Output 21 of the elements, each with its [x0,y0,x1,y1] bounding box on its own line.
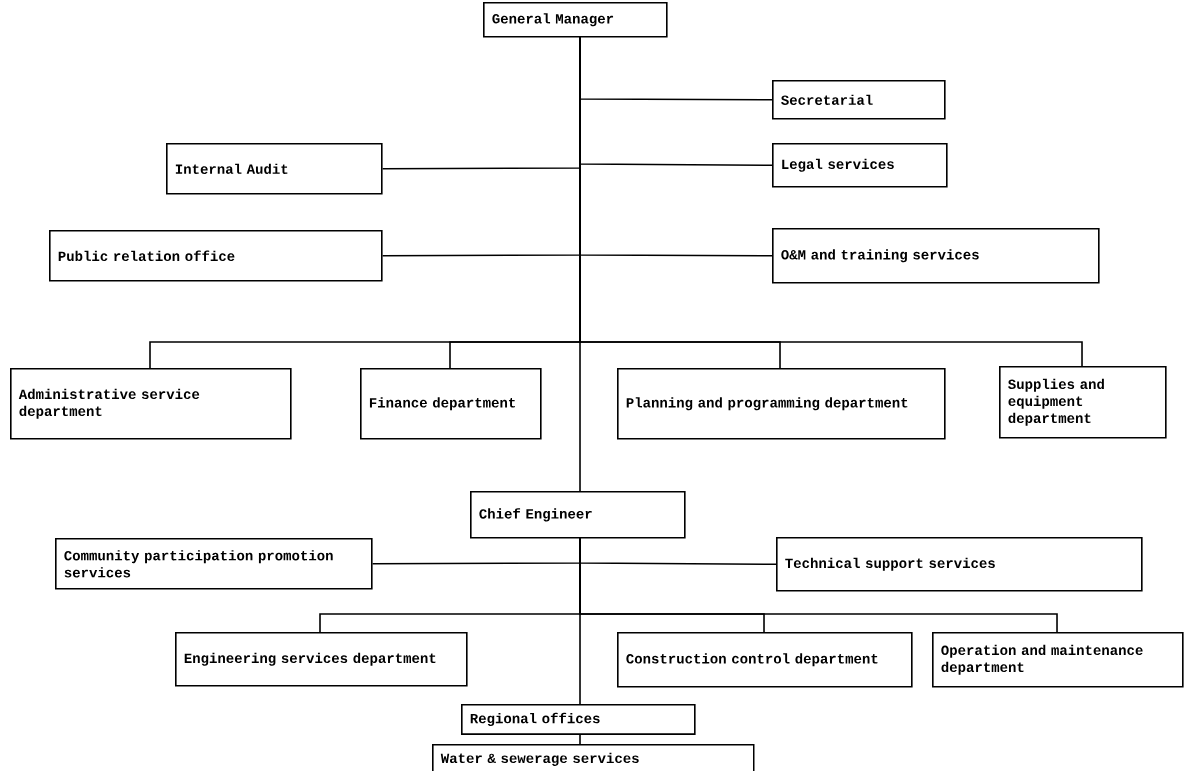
org-box: Legal services [772,143,948,188]
org-box: Regional offices [461,704,696,735]
org-box: Secretarial [772,80,946,120]
org-box: Technical support services [776,537,1143,592]
org-box: Planning and programming department [617,368,946,440]
org-box: Engineering services department [175,632,468,687]
org-box: Public relation office [49,230,383,282]
org-box: Supplies and equipment department [999,366,1167,439]
org-box: Chief Engineer [470,491,686,539]
org-box: General Manager [483,2,668,38]
org-box: Internal Audit [166,143,383,195]
org-box: Community participation promotion services [55,538,373,590]
org-box: Water & sewerage services [432,744,755,771]
org-box: Construction control department [617,632,913,688]
org-box: Administrative service department [10,368,292,440]
org-box: Operation and maintenance department [932,632,1184,688]
connector-line [579,537,581,705]
org-box: Finance department [360,368,542,440]
org-box: O&M and training services [772,228,1100,284]
connector-line [579,734,581,745]
connector-line [579,36,581,492]
